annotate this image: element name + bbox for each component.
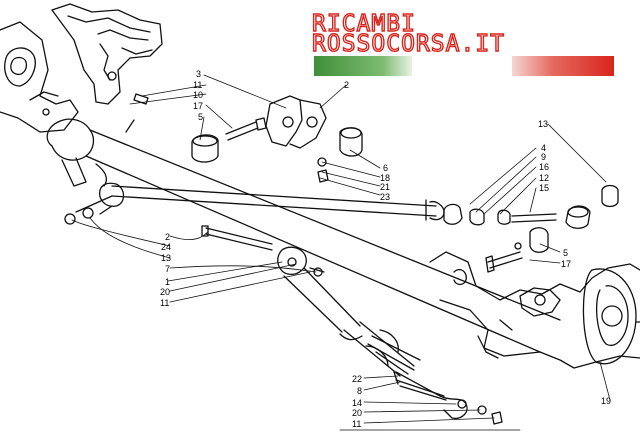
callout-20: 20 bbox=[160, 287, 171, 297]
callout-11-lower: 11 bbox=[160, 298, 170, 308]
callout-15: 15 bbox=[539, 183, 550, 193]
callout-18: 18 bbox=[380, 173, 391, 183]
callout-11-bottom: 11 bbox=[352, 419, 362, 429]
callout-2: 2 bbox=[344, 80, 350, 90]
callout-16: 16 bbox=[539, 162, 550, 172]
callout-13: 13 bbox=[538, 119, 549, 129]
upper-frame-bracket bbox=[51, 3, 163, 105]
callout-7: 7 bbox=[165, 264, 171, 274]
callout-5: 5 bbox=[198, 112, 204, 122]
callout-20-bottom: 20 bbox=[352, 408, 363, 418]
callout-22: 22 bbox=[352, 374, 363, 384]
right-bushing-group bbox=[201, 184, 619, 425]
callout-24: 24 bbox=[161, 242, 172, 252]
callout-12: 12 bbox=[539, 173, 550, 183]
left-bushing-group bbox=[64, 93, 363, 225]
brand-line-1: RICAMBI bbox=[311, 11, 416, 37]
callout-17-right: 17 bbox=[561, 259, 572, 269]
callout-5-right: 5 bbox=[563, 248, 569, 258]
callout-17: 17 bbox=[193, 101, 204, 111]
callout-11: 11 bbox=[193, 80, 203, 90]
callout-10: 10 bbox=[193, 90, 204, 100]
flag-green-stripe bbox=[314, 56, 412, 76]
callout-2-lower: 2 bbox=[165, 232, 171, 242]
callout-6: 6 bbox=[383, 163, 389, 173]
callout-8: 8 bbox=[357, 386, 363, 396]
left-mount-bracket bbox=[0, 21, 79, 133]
callout-1: 1 bbox=[165, 277, 171, 287]
axle-tube bbox=[46, 118, 561, 353]
brand-line-2: ROSSOCORSA.IT bbox=[311, 31, 506, 57]
panhard-rod bbox=[75, 182, 445, 221]
callout-14: 14 bbox=[352, 398, 363, 408]
flag-white-stripe bbox=[412, 56, 512, 76]
callout-21: 21 bbox=[380, 182, 391, 192]
callout-9: 9 bbox=[541, 152, 547, 162]
callout-23: 23 bbox=[380, 192, 391, 202]
flag-red-stripe bbox=[512, 56, 614, 76]
callout-19: 19 bbox=[601, 396, 612, 406]
callout-4: 4 bbox=[541, 143, 547, 153]
callout-3: 3 bbox=[196, 69, 202, 79]
callout-leader-lines bbox=[71, 74, 611, 431]
callout-13-lower: 13 bbox=[161, 253, 172, 263]
shock-absorber bbox=[277, 246, 468, 419]
right-axle-housing bbox=[429, 251, 640, 369]
brand-logo: RICAMBI ROSSOCORSA.IT bbox=[311, 10, 616, 76]
